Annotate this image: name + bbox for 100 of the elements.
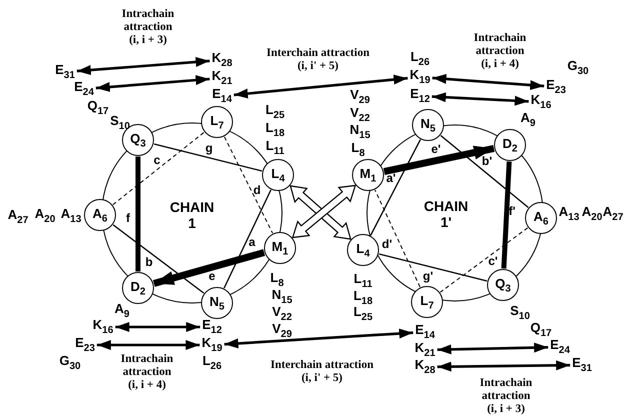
residue-label: L$_{25}$ — [353, 305, 373, 323]
arrow — [383, 144, 495, 176]
residue-label: K$_{19}$ — [202, 336, 222, 354]
residue-label: K$_{19}$ — [410, 68, 430, 86]
residue-label: G$_{30}$ — [567, 59, 589, 77]
heptad-letter: f' — [508, 204, 516, 218]
double-arrow — [432, 74, 544, 90]
connector-line — [378, 253, 488, 282]
residue-label: A$_{20}$ — [34, 207, 56, 225]
residue-label: E$_{31}$ — [55, 63, 75, 81]
caption: Intrachain attraction (i, i + 3) — [120, 8, 176, 48]
residue-circle: L$_{7}$ — [201, 106, 233, 138]
residue-label: S$_{10}$ — [110, 114, 130, 132]
heptad-letter: a' — [386, 171, 396, 185]
caption: Interchain attraction (i, i' + 5) — [266, 46, 370, 74]
residue-circle: N$_{5}$ — [412, 109, 444, 141]
residue-circle: A$_{6}$ — [525, 202, 557, 234]
residue-label: V$_{22}$ — [350, 106, 370, 124]
chain-label: CHAIN 1' — [422, 198, 470, 230]
residue-label: A$_{20}$ — [582, 205, 602, 223]
caption: Interchain attraction (i, i' + 5) — [270, 358, 374, 386]
residue-label: L$_{26}$ — [202, 354, 222, 372]
connector-line — [440, 227, 528, 293]
residue-label: L$_{26}$ — [410, 50, 430, 68]
caption: Intrachain attraction (i, i + 3) — [478, 377, 534, 416]
residue-label: Q$_{17}$ — [530, 321, 552, 339]
residue-label: K$_{21}$ — [212, 69, 232, 87]
residue-circle: L$_{4}$ — [347, 234, 379, 266]
residue-label: A$_{27}$ — [8, 208, 28, 226]
residue-label: G$_{30}$ — [59, 354, 81, 372]
residue-label: A$_{9}$ — [520, 111, 536, 129]
residue-circle: M$_{1}$ — [352, 159, 384, 191]
residue-circle: D$_{2}$ — [122, 272, 154, 304]
residue-label: E$_{14}$ — [415, 323, 435, 341]
connector-line — [374, 190, 420, 288]
heptad-letter: f — [126, 211, 130, 225]
residue-label: E$_{23}$ — [546, 78, 566, 96]
residue-label: E$_{23}$ — [75, 336, 95, 354]
heptad-letter: b — [145, 255, 153, 269]
residue-label: Q$_{17}$ — [87, 99, 109, 117]
double-arrow — [115, 322, 200, 332]
residue-label: K$_{28}$ — [212, 51, 232, 69]
residue-label: K$_{21}$ — [414, 341, 436, 359]
heptad-letter: d — [253, 183, 261, 197]
connector-line — [501, 161, 512, 269]
residue-label: A$_{13}$ — [558, 205, 580, 223]
residue-label: V$_{29}$ — [350, 88, 370, 106]
residue-label: V$_{29}$ — [272, 322, 292, 340]
residue-label: A$_{9}$ — [114, 302, 130, 320]
connector-line — [440, 135, 529, 208]
double-arrow — [437, 360, 570, 372]
residue-label: A$_{27}$ — [602, 205, 624, 223]
residue-label: E$_{14}$ — [212, 87, 232, 105]
residue-label: E$_{24}$ — [550, 338, 570, 356]
heptad-letter: e' — [431, 142, 441, 156]
residue-label: K$_{16}$ — [92, 318, 114, 336]
double-arrow — [432, 92, 529, 106]
residue-label: E$_{24}$ — [74, 80, 94, 98]
double-arrow — [437, 342, 548, 354]
arrow — [152, 249, 266, 287]
residue-label: N$_{15}$ — [272, 288, 292, 306]
connector-line — [112, 224, 204, 294]
residue-label: E$_{12}$ — [410, 87, 430, 105]
connector-line — [136, 156, 140, 272]
heptad-letter: b' — [482, 154, 492, 168]
connector-line — [224, 190, 272, 288]
residue-label: L$_{11}$ — [266, 139, 284, 157]
residue-label: L$_{18}$ — [265, 121, 285, 139]
heptad-letter: g — [205, 141, 213, 155]
residue-circle: L$_{4}$ — [262, 159, 294, 191]
residue-label: S$_{10}$ — [510, 304, 530, 322]
connector-line — [224, 136, 274, 234]
residue-label: E$_{31}$ — [572, 356, 592, 374]
connector-line — [112, 132, 205, 206]
heptad-letter: d' — [382, 237, 392, 251]
residue-label: V$_{22}$ — [272, 305, 292, 323]
residue-label: K$_{28}$ — [414, 358, 436, 376]
heptad-letter: a — [248, 235, 256, 249]
heptad-letter: c' — [488, 254, 498, 268]
residue-circle: L$_{7}$ — [411, 286, 443, 318]
residue-circle: N$_{5}$ — [201, 287, 233, 319]
residue-label: K$_{16}$ — [530, 93, 552, 111]
residue-label: L$_{8}$ — [270, 271, 284, 289]
residue-label: L$_{8}$ — [351, 141, 365, 159]
residue-label: N$_{15}$ — [350, 123, 370, 141]
connector-line — [154, 143, 262, 172]
double-arrow — [96, 75, 210, 92]
double-arrow — [76, 56, 210, 76]
residue-label: L$_{11}$ — [354, 272, 372, 290]
chain-label: CHAIN 1 — [168, 198, 216, 232]
double-arrow — [224, 328, 414, 348]
residue-circle: M$_{1}$ — [264, 232, 296, 264]
residue-circle: Q$_{3}$ — [487, 269, 519, 301]
double-arrow — [96, 340, 200, 350]
residue-label: E$_{12}$ — [202, 318, 222, 336]
caption: Intrachain attraction (i, i + 4) — [472, 32, 528, 72]
heptad-letter: c — [154, 153, 160, 167]
residue-label: L$_{25}$ — [265, 103, 285, 121]
residue-label: L$_{18}$ — [353, 289, 373, 307]
residue-circle: D$_{2}$ — [494, 129, 526, 161]
